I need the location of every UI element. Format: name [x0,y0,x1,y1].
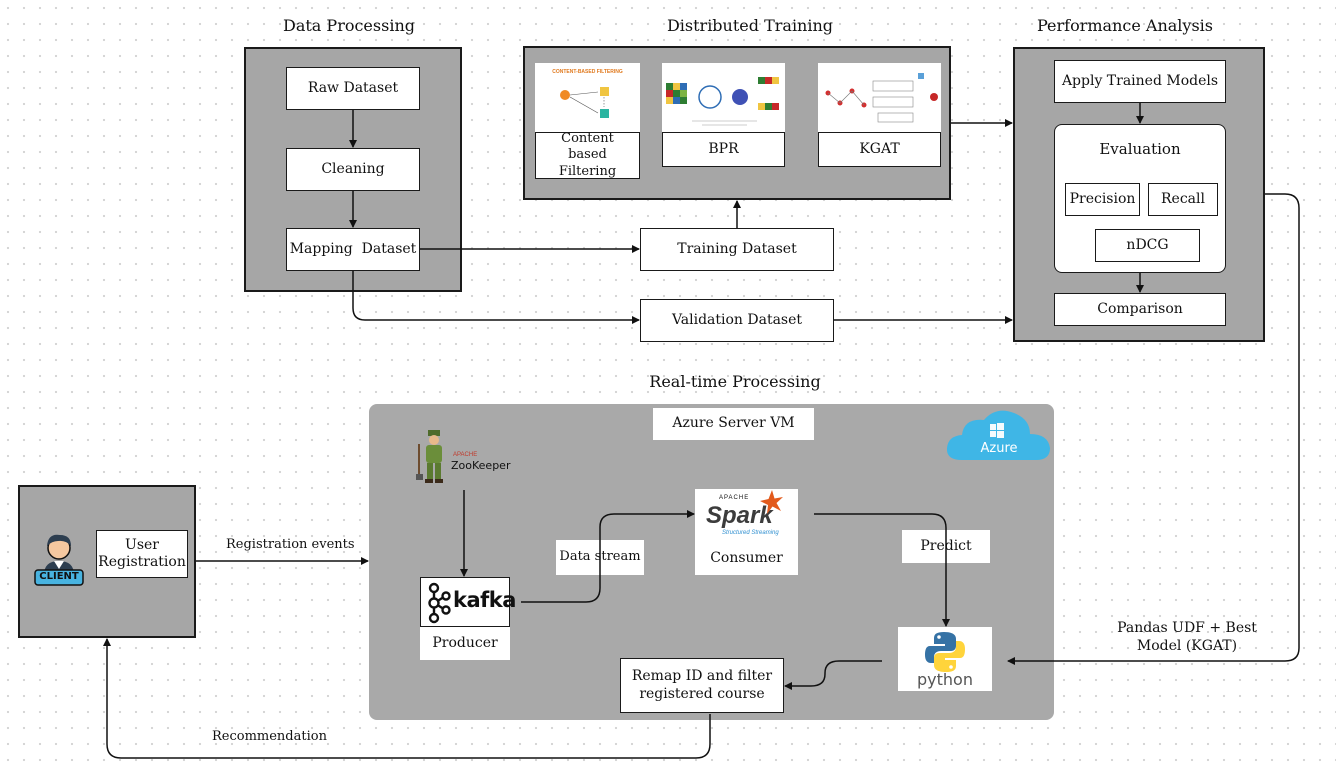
mapping-dataset-box: Mapping Dataset [286,228,420,271]
performance-analysis-title: Performance Analysis [1037,16,1213,35]
data-processing-title: Data Processing [283,16,415,35]
kgat-box: KGAT [818,132,941,167]
client-person-icon [34,534,84,586]
cleaning-box: Cleaning [286,148,420,191]
content-filtering-thumbnail: CONTENT-BASED FILTERING [535,63,640,132]
data-stream-box: Data stream [556,540,644,575]
registration-events-label: Registration events [226,537,355,552]
recommendation-label: Recommendation [212,729,327,744]
ndcg-box: nDCG [1095,229,1200,262]
content-based-filtering-box: Content based Filtering [535,131,640,179]
kafka-logo: kafka [420,577,516,627]
pandas-udf-label: Pandas UDF + Best Model (KGAT) [1117,620,1257,655]
remap-id-box: Remap ID and filter registered course [620,658,784,713]
predict-box: Predict [902,530,990,563]
raw-dataset-box: Raw Dataset [286,67,420,110]
training-dataset-box: Training Dataset [640,228,834,271]
precision-box: Precision [1065,183,1140,216]
bpr-illustration [666,77,779,126]
azure-cloud-icon: Azure [944,404,1054,464]
spark-logo: APACHE Spark Structured Streaming [695,489,798,542]
client-avatar: CLIENT [30,527,88,589]
realtime-processing-title: Real-time Processing [649,372,821,391]
evaluation-title: Evaluation [1099,140,1181,158]
content-filtering-thumb-title: CONTENT-BASED FILTERING [552,69,623,75]
zookeeper-logo: APACHE ZooKeeper [413,428,523,486]
distributed-training-title: Distributed Training [666,16,834,35]
comparison-box: Comparison [1054,293,1226,326]
apply-trained-models-box: Apply Trained Models [1054,60,1226,103]
zookeeper-text: ZooKeeper [451,459,511,472]
bpr-thumbnail [662,63,785,132]
spark-subtitle: Structured Streaming [722,530,779,536]
producer-box: Producer [420,627,510,660]
python-text: python [917,670,973,689]
python-logo: python [898,627,992,691]
validation-dataset-box: Validation Dataset [640,299,834,342]
content-filtering-illustration [560,87,609,118]
zookeeper-keeper-icon [416,430,443,483]
azure-server-vm-label: Azure Server VM [653,408,814,440]
spark-star-icon [760,490,783,514]
python-icon [925,632,965,672]
client-badge-text: CLIENT [39,571,79,582]
zookeeper-apache-text: APACHE [453,452,478,458]
kafka-text: kafka [453,588,516,612]
recall-box: Recall [1148,183,1218,216]
spark-text: Spark [706,502,773,529]
user-registration-box: User Registration [96,530,188,578]
azure-logo-text: Azure [980,441,1018,456]
kafka-icon [428,582,451,624]
kgat-illustration [825,73,938,123]
consumer-box: Consumer [695,542,798,575]
kgat-thumbnail [818,63,941,132]
spark-apache-text: APACHE [719,495,750,501]
bpr-box: BPR [662,132,785,167]
